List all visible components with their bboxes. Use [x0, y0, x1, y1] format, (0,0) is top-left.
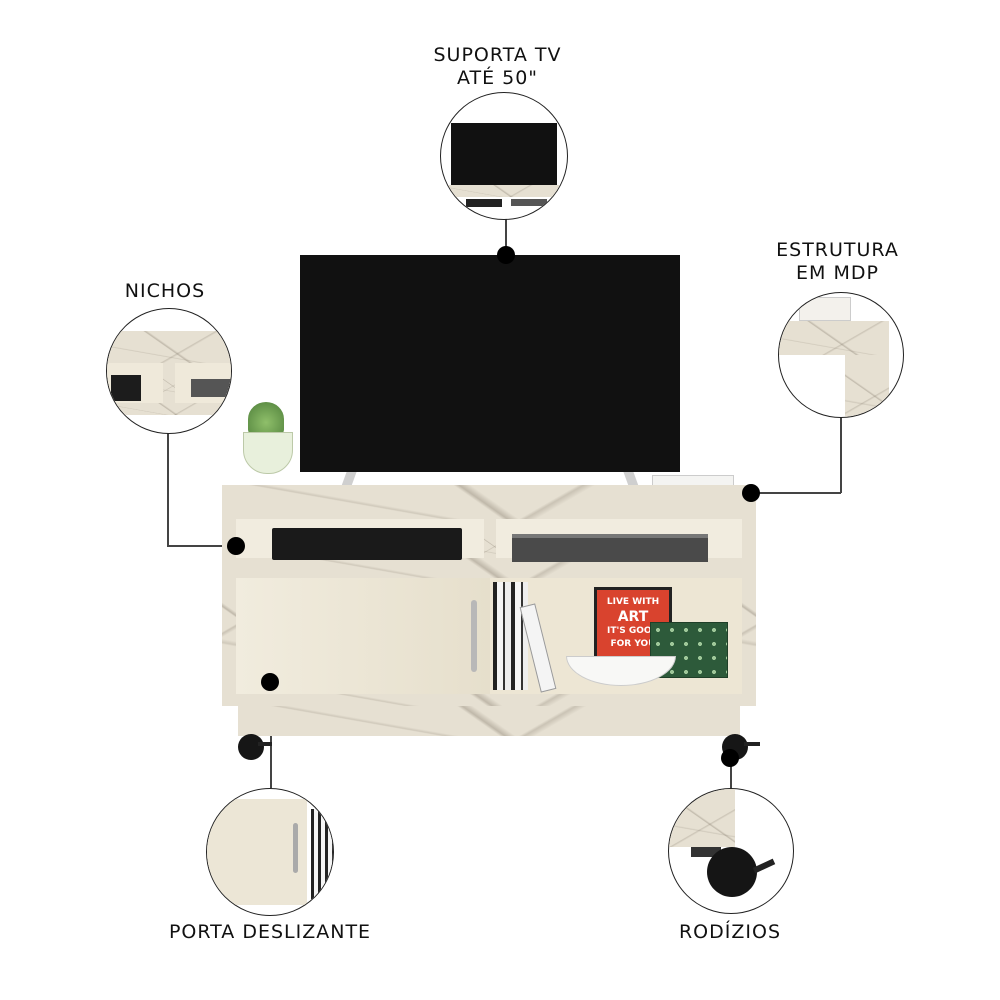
- caster-left-brake: [258, 742, 272, 746]
- cabinet-top: [222, 485, 756, 519]
- poster-line3: IT'S GOOD: [606, 626, 660, 636]
- sliding-door-detail-circle: [206, 788, 334, 916]
- poster-line2: ART: [617, 609, 649, 625]
- plant-leaves: [248, 402, 284, 436]
- detail-tv-device2: [511, 199, 547, 206]
- detail-caster-wheel: [707, 847, 757, 897]
- detail-structure-side: [845, 355, 889, 417]
- structure-label-line1: ESTRUTURA: [776, 239, 899, 261]
- books-stack: [493, 582, 528, 690]
- niches-dot: [227, 537, 245, 555]
- tv-stand-left: [341, 472, 357, 486]
- casters-detail-circle: [668, 788, 794, 914]
- receiver-device: [272, 528, 462, 560]
- detail-tv-screen: [451, 123, 557, 185]
- cabinet-base: [238, 706, 740, 736]
- structure-label: ESTRUTURA EM MDP: [775, 239, 900, 285]
- tv-support-label-line1: SUPORTA TV: [433, 44, 562, 66]
- caster-right-brake: [744, 742, 760, 746]
- detail-tv-top-panel: [441, 185, 567, 197]
- caster-left: [238, 734, 264, 760]
- structure-label-line2: EM MDP: [796, 262, 879, 284]
- casters-label: RODÍZIOS: [678, 921, 782, 943]
- detail-door-books: [311, 809, 333, 899]
- structure-dot: [742, 484, 760, 502]
- tv-support-label: SUPORTA TV ATÉ 50": [430, 44, 565, 90]
- detail-niches-shelf: [107, 403, 231, 415]
- detail-niches-top: [107, 331, 231, 363]
- detail-structure-book: [799, 297, 851, 321]
- structure-leader-h: [752, 492, 841, 494]
- tv-screen: [300, 255, 680, 472]
- sliding-door: [236, 578, 490, 694]
- niches-leader-v: [167, 430, 169, 546]
- casters-dot: [721, 749, 739, 767]
- cabinet-bottom-shelf: [222, 694, 756, 706]
- detail-door-handle: [293, 823, 298, 873]
- detail-tv-device: [466, 199, 502, 207]
- detail-caster-mount: [691, 847, 721, 857]
- detail-caster-base: [669, 789, 735, 847]
- plant-pot: [243, 432, 293, 474]
- detail-door-panel: [207, 799, 307, 905]
- sliding-door-label: PORTA DESLIZANTE: [168, 921, 372, 943]
- detail-niches-device-right: [191, 379, 231, 397]
- cabinet-right-side: [742, 519, 756, 699]
- tv-support-dot: [497, 246, 515, 264]
- door-leader: [270, 690, 272, 788]
- detail-structure-top: [779, 321, 889, 355]
- bluray-device: [512, 534, 708, 562]
- tv-stand-right: [623, 472, 639, 486]
- structure-detail-circle: [778, 292, 904, 418]
- door-handle: [471, 600, 477, 672]
- sliding-door-dot: [261, 673, 279, 691]
- detail-caster-brake: [752, 858, 776, 874]
- tv-support-label-line2: ATÉ 50": [456, 67, 539, 89]
- cabinet-middle-shelf: [230, 558, 750, 578]
- tv-support-detail-circle: [440, 92, 568, 220]
- tv-support-leader: [505, 216, 507, 252]
- structure-leader-v: [840, 415, 842, 493]
- cabinet-niche-divider: [484, 519, 496, 567]
- poster-line4: FOR YOU: [610, 639, 656, 649]
- niches-leader-h: [167, 545, 235, 547]
- niches-label: NICHOS: [124, 280, 206, 302]
- detail-niches-divider: [163, 363, 175, 403]
- casters-leader: [730, 760, 732, 788]
- niches-detail-circle: [106, 308, 232, 434]
- detail-niches-device-left: [111, 375, 141, 401]
- poster-line1: LIVE WITH: [606, 597, 660, 607]
